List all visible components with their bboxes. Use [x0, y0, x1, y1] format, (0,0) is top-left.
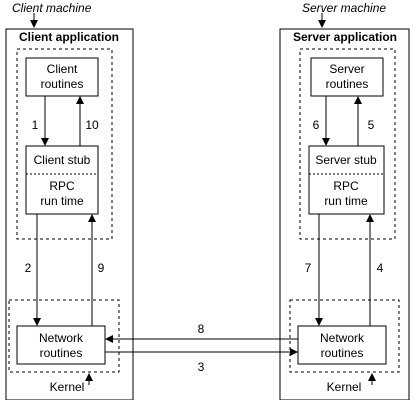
- step-10-label: 10: [85, 118, 99, 132]
- client-runtime-line2: run time: [40, 194, 84, 208]
- client-routines-box: [25, 57, 99, 97]
- server-stub-box: [308, 145, 385, 215]
- client-runtime-line1: RPC: [49, 179, 75, 193]
- server-kernel-label: Kernel: [327, 380, 362, 394]
- client-network-line2: routines: [40, 346, 83, 360]
- client-routines-line2: routines: [41, 77, 84, 91]
- server-machine-box: [279, 28, 410, 400]
- server-runtime-line2: run time: [324, 194, 368, 208]
- step-8-label: 8: [198, 322, 205, 336]
- server-machine-label: Server machine: [302, 1, 386, 15]
- server-kernel-dashed-region: [289, 299, 400, 373]
- server-routines-line2: routines: [326, 77, 369, 91]
- step-6-label: 6: [313, 118, 320, 132]
- step-3-label: 3: [198, 360, 205, 374]
- server-network-routines-box: [297, 325, 387, 365]
- client-kernel-dashed-region: [8, 299, 120, 373]
- client-network-line1: Network: [39, 331, 84, 345]
- client-network-routines-box: [16, 325, 106, 365]
- step-1-label: 1: [32, 118, 39, 132]
- step-7-label: 7: [305, 261, 312, 275]
- client-stub-box: [25, 145, 99, 215]
- step-5-label: 5: [368, 118, 375, 132]
- server-application-title: Server application: [293, 30, 397, 44]
- server-network-line1: Network: [320, 331, 365, 345]
- server-routines-line1: Server: [329, 62, 364, 76]
- step-4-label: 4: [377, 261, 384, 275]
- client-application-title: Client application: [19, 30, 119, 44]
- client-machine-label: Client machine: [12, 1, 92, 15]
- server-network-line2: routines: [321, 346, 364, 360]
- server-runtime-line1: RPC: [333, 179, 359, 193]
- step-9-label: 9: [98, 261, 105, 275]
- client-routines-line1: Client: [47, 62, 78, 76]
- client-machine-box: [5, 28, 134, 400]
- server-routines-box: [310, 57, 384, 97]
- server-stub-label: Server stub: [315, 153, 377, 167]
- client-application-dashed-region: [16, 48, 113, 240]
- client-kernel-label: Kernel: [50, 380, 85, 394]
- step-2-label: 2: [25, 261, 32, 275]
- client-stub-label: Client stub: [34, 153, 91, 167]
- server-application-dashed-region: [299, 48, 396, 240]
